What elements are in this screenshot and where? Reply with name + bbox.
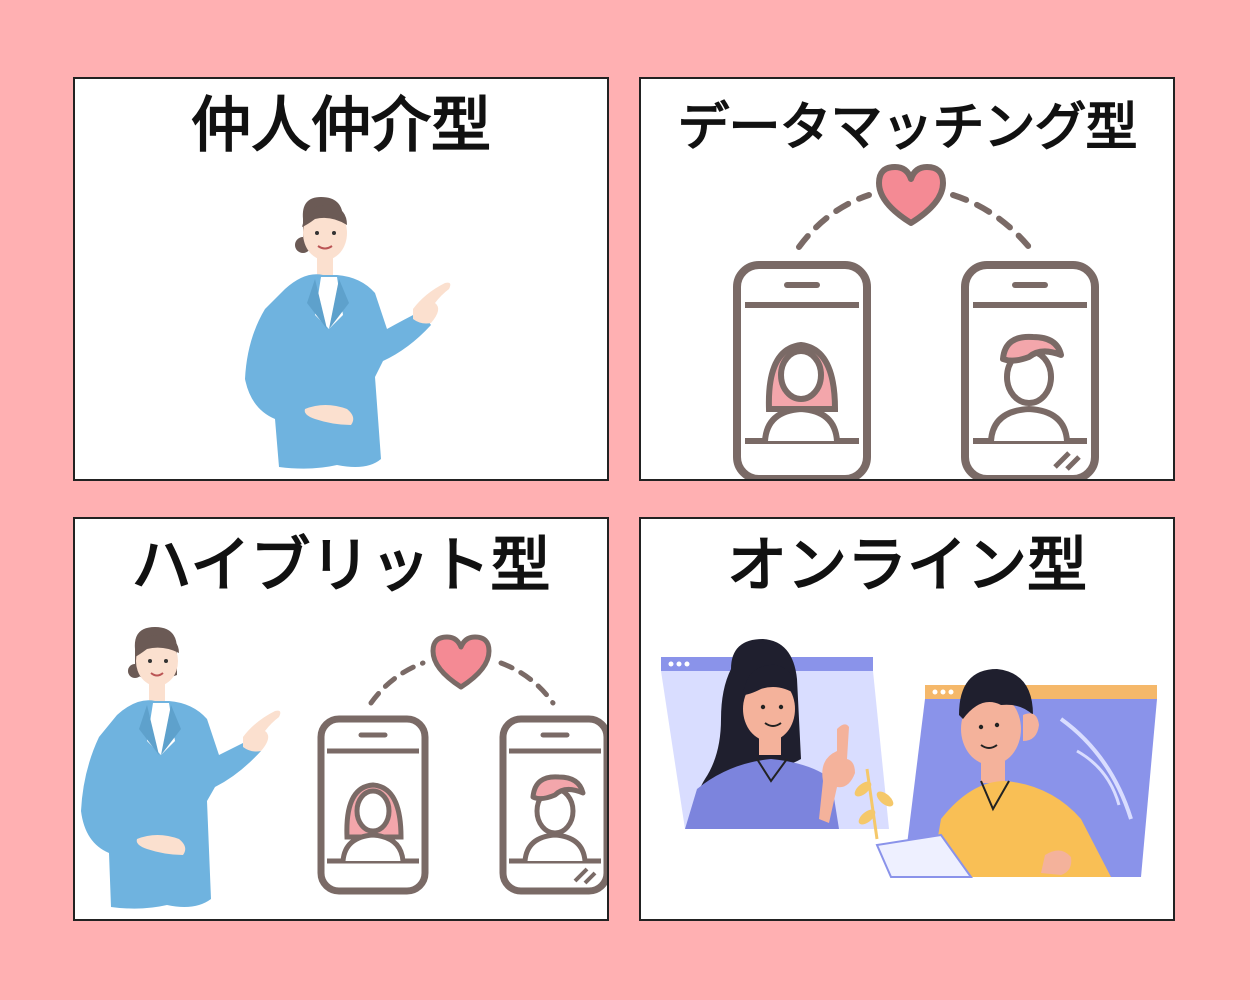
panel-title: オンライン型 <box>727 531 1087 601</box>
panel-hybrid: ハイブリット型 <box>73 517 609 921</box>
video-call-illustration <box>661 639 1157 878</box>
panel-title: データマッチング型 <box>677 98 1137 158</box>
panel-title: ハイブリット型 <box>131 531 551 601</box>
woman-caller <box>685 639 855 829</box>
matchmaker-woman <box>81 627 281 909</box>
heart-icon <box>876 164 946 226</box>
leaf-decoration <box>854 768 894 840</box>
phone-icon <box>317 715 429 895</box>
matching-phones-illustration <box>733 164 1099 479</box>
panel-online: オンライン型 <box>639 517 1175 921</box>
panel-matchmaker: 仲人仲介型 <box>73 77 609 481</box>
phone-icon <box>499 715 607 895</box>
hybrid-illustration <box>81 627 607 909</box>
heart-icon <box>430 634 492 690</box>
man-caller <box>875 669 1111 878</box>
panel-data-matching: データマッチング型 <box>639 77 1175 481</box>
phone-icon <box>961 261 1099 479</box>
phone-icon <box>733 261 871 479</box>
matchmaker-woman-illustration <box>245 197 451 469</box>
panel-title: 仲人仲介型 <box>191 91 491 161</box>
